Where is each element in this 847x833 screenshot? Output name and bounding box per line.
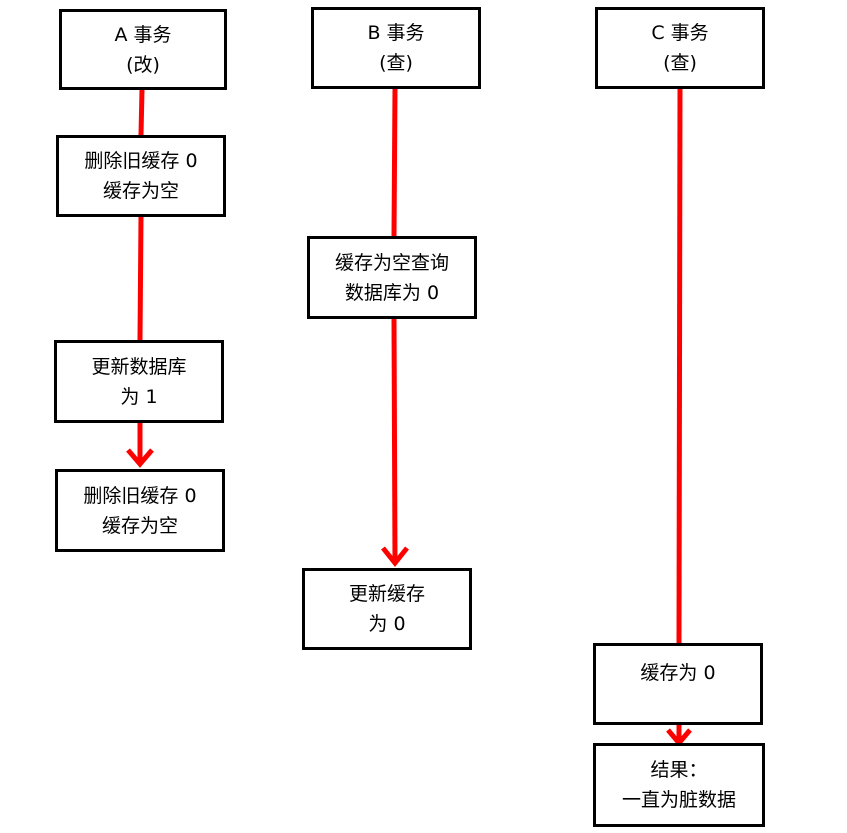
arrowhead-b-update — [381, 546, 409, 568]
step-text-line-2: 缓存为空 — [101, 514, 178, 537]
result-label: 结果： — [650, 759, 708, 781]
connector-b-head-to-query — [391, 88, 398, 237]
step-b-update-cache: 更新缓存 为 0 — [302, 568, 472, 650]
step-text-line-1: 删除旧缓存 0 — [83, 484, 197, 507]
transaction-a-type: (改) — [126, 53, 160, 76]
transaction-b-type: (查) — [379, 52, 413, 74]
step-text-line-1: 缓存为空查询 — [334, 251, 449, 274]
connector-lines — [126, 88, 692, 747]
step-c-result: 结果： 一直为脏数据 — [593, 743, 765, 827]
step-a-delete-cache-second: 删除旧缓存 0 缓存为空 — [55, 469, 225, 552]
connector-c-head-to-cache — [676, 88, 683, 644]
step-a-delete-cache-first: 删除旧缓存 0 缓存为空 — [56, 135, 226, 217]
result-text: 一直为脏数据 — [621, 789, 736, 811]
transaction-c-type: (查) — [663, 52, 697, 74]
transaction-b-header: B 事务 (查) — [311, 7, 481, 89]
transaction-a-title: A 事务 — [114, 23, 172, 46]
step-text-line-2: 为 1 — [120, 385, 158, 408]
connector-a-delete-to-update — [137, 216, 144, 341]
connector-a-head-to-delete — [138, 89, 145, 136]
step-c-read-cache: 缓存为 0 — [593, 643, 763, 725]
step-a-update-database: 更新数据库 为 1 — [54, 340, 224, 423]
arrowhead-a-delete — [126, 448, 154, 468]
step-text-line-1: 更新数据库 — [91, 355, 187, 378]
step-text-line-2: 数据库为 0 — [344, 281, 440, 304]
transaction-c-header: C 事务 (查) — [595, 7, 765, 89]
step-text-line-1: 删除旧缓存 0 — [84, 150, 198, 172]
step-text-line-2: 缓存为空 — [102, 180, 179, 202]
step-b-query-database: 缓存为空查询 数据库为 0 — [307, 236, 477, 319]
connector-b-query-to-update — [391, 318, 398, 563]
step-text-line-2: 为 0 — [368, 613, 406, 635]
step-text-line-1: 更新缓存 — [348, 583, 425, 605]
step-text-line-1: 缓存为 0 — [640, 662, 716, 684]
transaction-a-header: A 事务 (改) — [59, 9, 227, 90]
transaction-c-title: C 事务 — [651, 22, 709, 44]
transaction-b-title: B 事务 — [367, 22, 425, 44]
